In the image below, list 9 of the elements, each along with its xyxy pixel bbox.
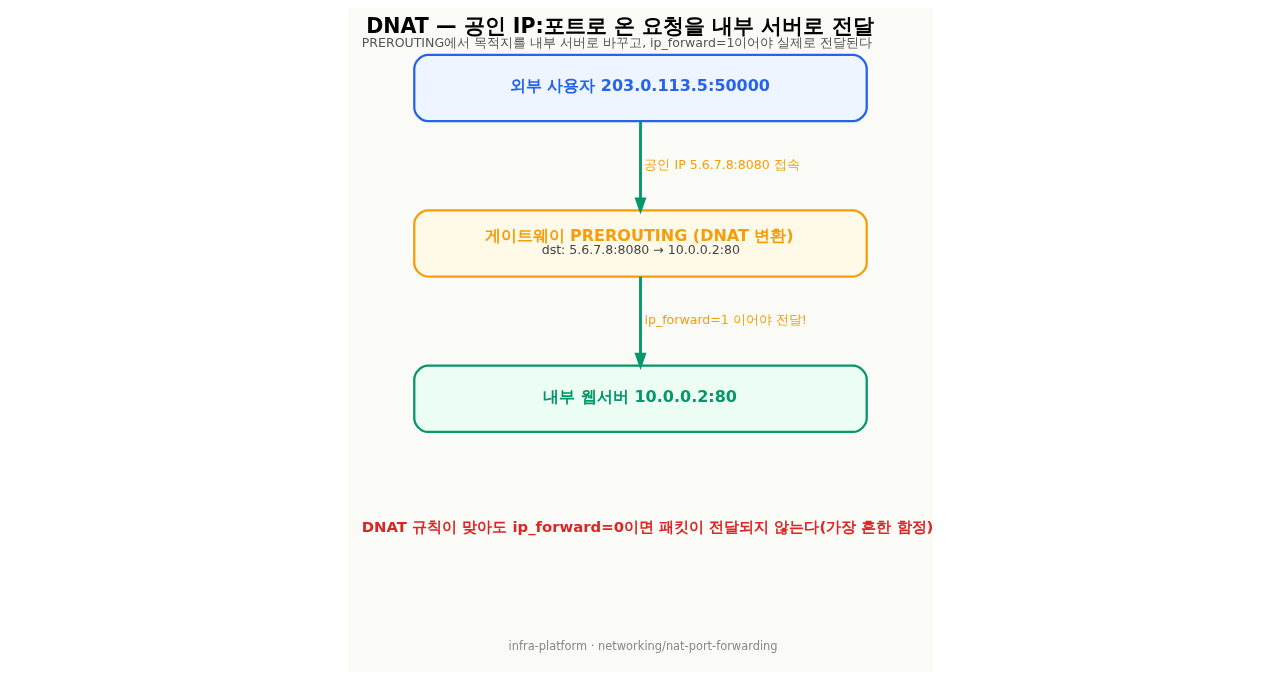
- node-box: 외부 사용자 203.0.113.5:50000: [412, 53, 868, 123]
- arrow: [634, 121, 646, 215]
- node-box: 게이트웨이 PREROUTING (DNAT 변환) dst: 5.6.7.8:8080 → 10.0.0.2:80: [412, 209, 868, 278]
- label: infra-platform · networking/nat-port-forwarding: [508, 638, 778, 653]
- node-box: 내부 웹서버 10.0.0.2:80: [412, 364, 868, 434]
- arrow: [634, 276, 646, 370]
- edge-label: 공인 IP 5.6.7.8:8080 접속: [643, 156, 800, 172]
- edge-label: ip_forward=1 이어야 전달!: [643, 312, 807, 328]
- label: DNAT 규칙이 맞아도 ip_forward=0이면 패킷이 전달되지 않는다(가장 흔한 함정): [361, 517, 933, 536]
